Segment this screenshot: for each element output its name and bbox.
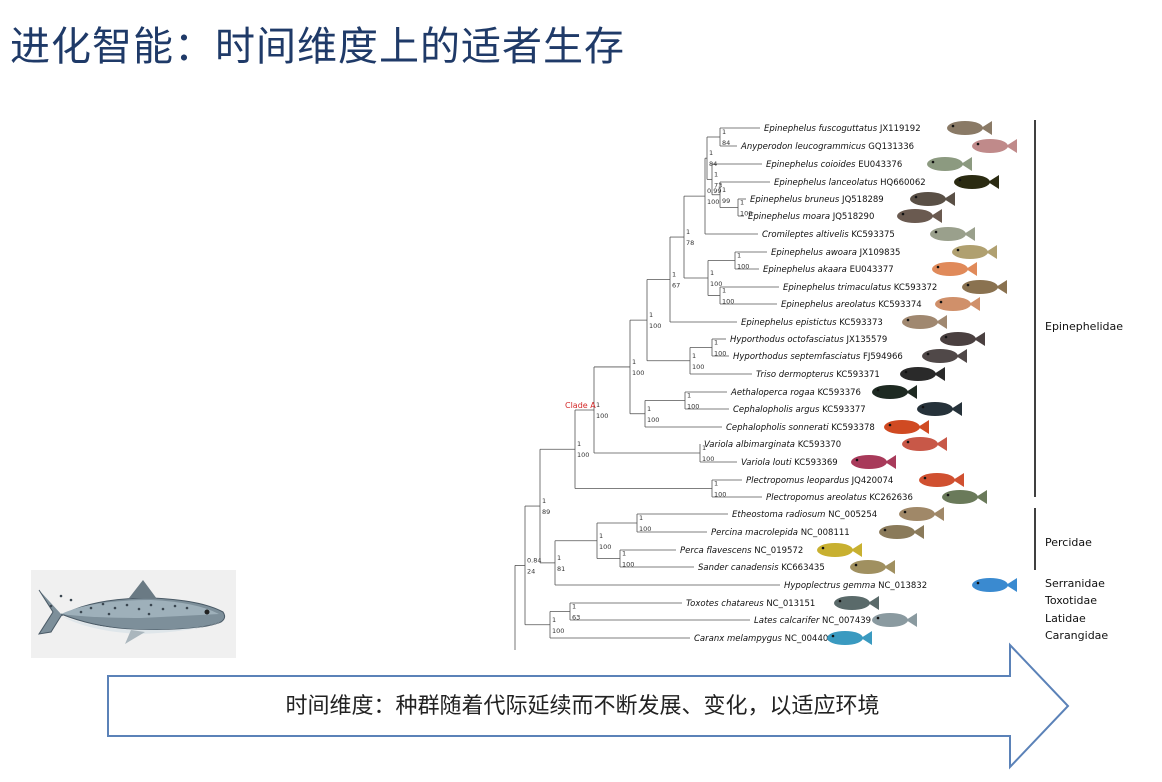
arrow-caption: 时间维度：种群随着代际延续而不断发展、变化，以适应环境: [110, 690, 1055, 724]
